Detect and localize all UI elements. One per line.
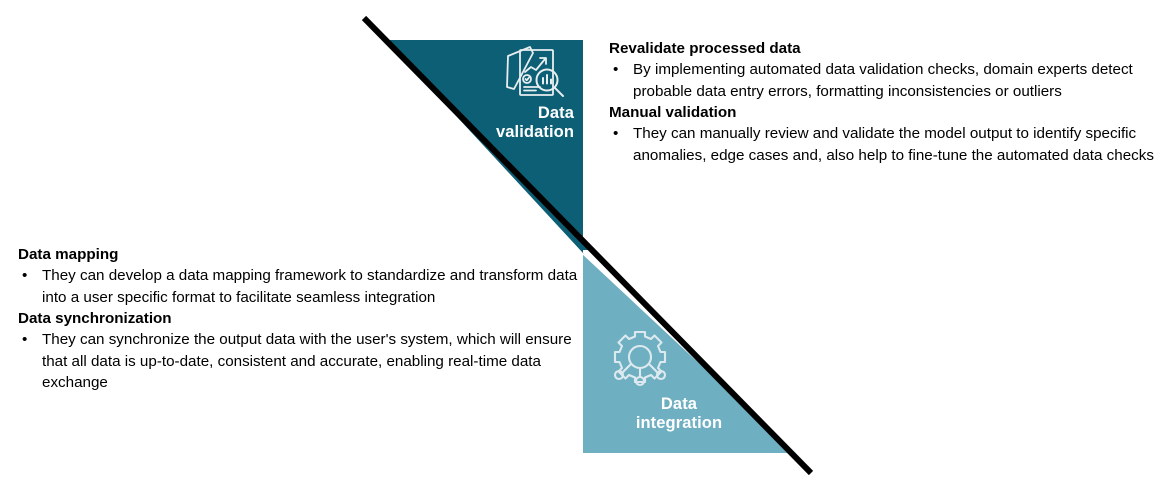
stage-label-data-integration: Data integration: [592, 395, 766, 433]
list-item: • They can manually review and validate …: [609, 123, 1154, 166]
stage-label-line2: validation: [495, 123, 574, 141]
bullet-list: • They can synchronize the output data w…: [18, 329, 578, 394]
gear-network-nodes-icon: [613, 330, 667, 387]
document-chart-magnifier-icon: [506, 46, 564, 97]
list-item-text: They can manually review and validate th…: [633, 125, 1154, 164]
bullet-list: • They can develop a data mapping framew…: [18, 265, 578, 308]
bullet-list: • They can manually review and validate …: [609, 123, 1154, 166]
block-heading: Manual validation: [609, 104, 737, 121]
content-block-data-mapping: Data mapping • They can develop a data m…: [18, 244, 578, 308]
bullet-glyph: •: [613, 125, 619, 142]
list-item-text: They can synchronize the output data wit…: [42, 331, 572, 391]
block-heading: Data synchronization: [18, 310, 172, 327]
list-item: • By implementing automated data validat…: [609, 59, 1154, 102]
content-block-manual-validation: Manual validation • They can manually re…: [609, 102, 1154, 166]
list-item-text: By implementing automated data validatio…: [633, 61, 1133, 100]
stage-label-data-validation: Data validation: [400, 104, 574, 142]
content-block-revalidate: Revalidate processed data • By implement…: [609, 38, 1154, 102]
bullet-glyph: •: [22, 267, 28, 284]
bullet-glyph: •: [22, 331, 28, 348]
bullet-list: • By implementing automated data validat…: [609, 59, 1154, 102]
block-heading: Data mapping: [18, 246, 119, 263]
stage-label-line1: Data: [537, 104, 574, 122]
list-item: • They can synchronize the output data w…: [18, 329, 578, 394]
content-block-data-synchronization: Data synchronization • They can synchron…: [18, 308, 578, 394]
bullet-glyph: •: [613, 61, 619, 78]
text-panel-right: Revalidate processed data • By implement…: [609, 38, 1154, 166]
stage-label-line1: Data: [660, 395, 698, 413]
list-item: • They can develop a data mapping framew…: [18, 265, 578, 308]
block-heading: Revalidate processed data: [609, 40, 801, 57]
list-item-text: They can develop a data mapping framewor…: [42, 267, 578, 306]
text-panel-left: Data mapping • They can develop a data m…: [18, 244, 578, 394]
stage-label-line2: integration: [635, 414, 723, 432]
